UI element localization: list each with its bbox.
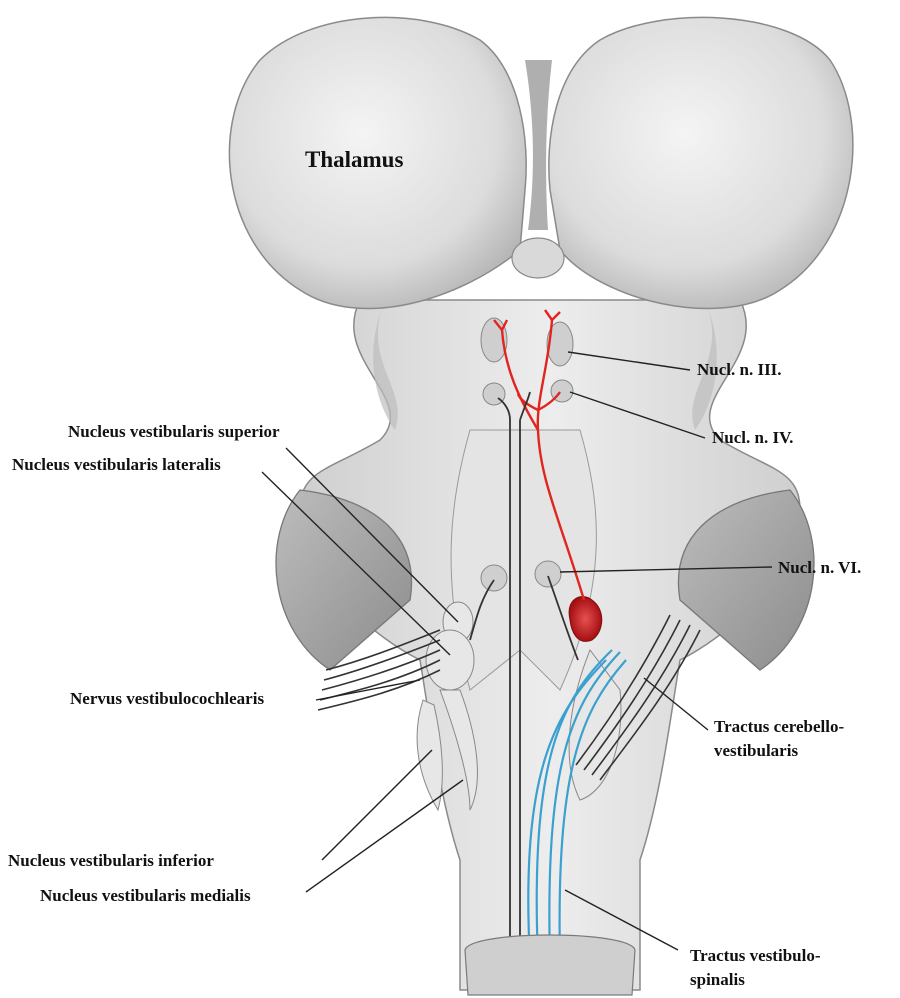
label-nucleus-vestibularis-superior: Nucleus vestibularis superior [68,423,280,440]
label-tractus-cerebello-vestibularis-line2: vestibularis [714,742,798,759]
nucl-n-vi-right [535,561,561,587]
label-tractus-vestibulospinalis-line2: spinalis [690,971,745,988]
label-nucl-n-iii: Nucl. n. III. [697,361,782,378]
third-ventricle-cleft [525,60,552,230]
label-nervus-vestibulocochlearis: Nervus vestibulocochlearis [70,690,264,707]
label-nucl-n-iv: Nucl. n. IV. [712,429,793,446]
label-nucleus-vestibularis-lateralis: Nucleus vestibularis lateralis [12,456,221,473]
label-nucl-n-vi: Nucl. n. VI. [778,559,861,576]
label-nucleus-vestibularis-medialis: Nucleus vestibularis medialis [40,887,251,904]
label-tractus-cerebello-vestibularis-line1: Tractus cerebello- [714,718,844,735]
label-tractus-vestibulospinalis-line1: Tractus vestibulo- [690,947,821,964]
pineal-body [512,238,564,278]
nucl-n-vi-left [481,565,507,591]
label-thalamus: Thalamus [305,148,403,171]
thalamus-right-lobe [549,17,853,308]
spinal-cord-cross-section [465,935,635,995]
label-nucleus-vestibularis-inferior: Nucleus vestibularis inferior [8,852,214,869]
